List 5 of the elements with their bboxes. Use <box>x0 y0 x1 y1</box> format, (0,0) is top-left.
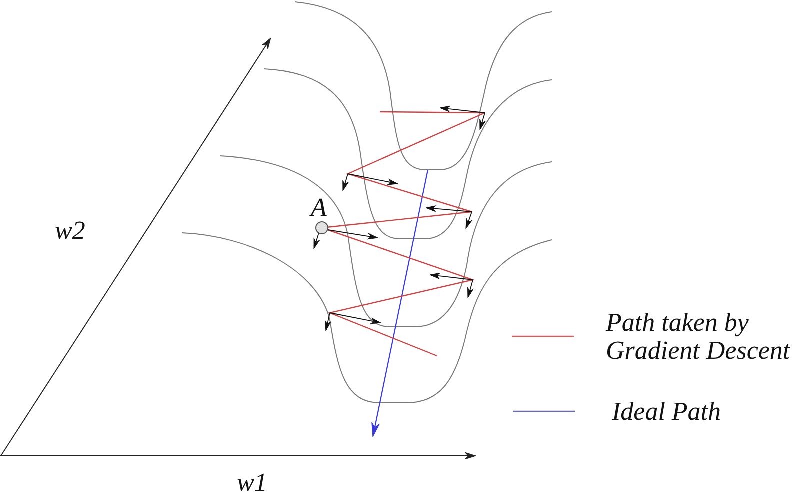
axis-label: w2 <box>55 217 86 246</box>
point-label: A <box>311 194 327 223</box>
legend-label: Ideal Path <box>612 398 722 427</box>
axis-label: w1 <box>237 470 268 496</box>
legend-label: Path taken by Gradient Descent <box>606 309 792 365</box>
